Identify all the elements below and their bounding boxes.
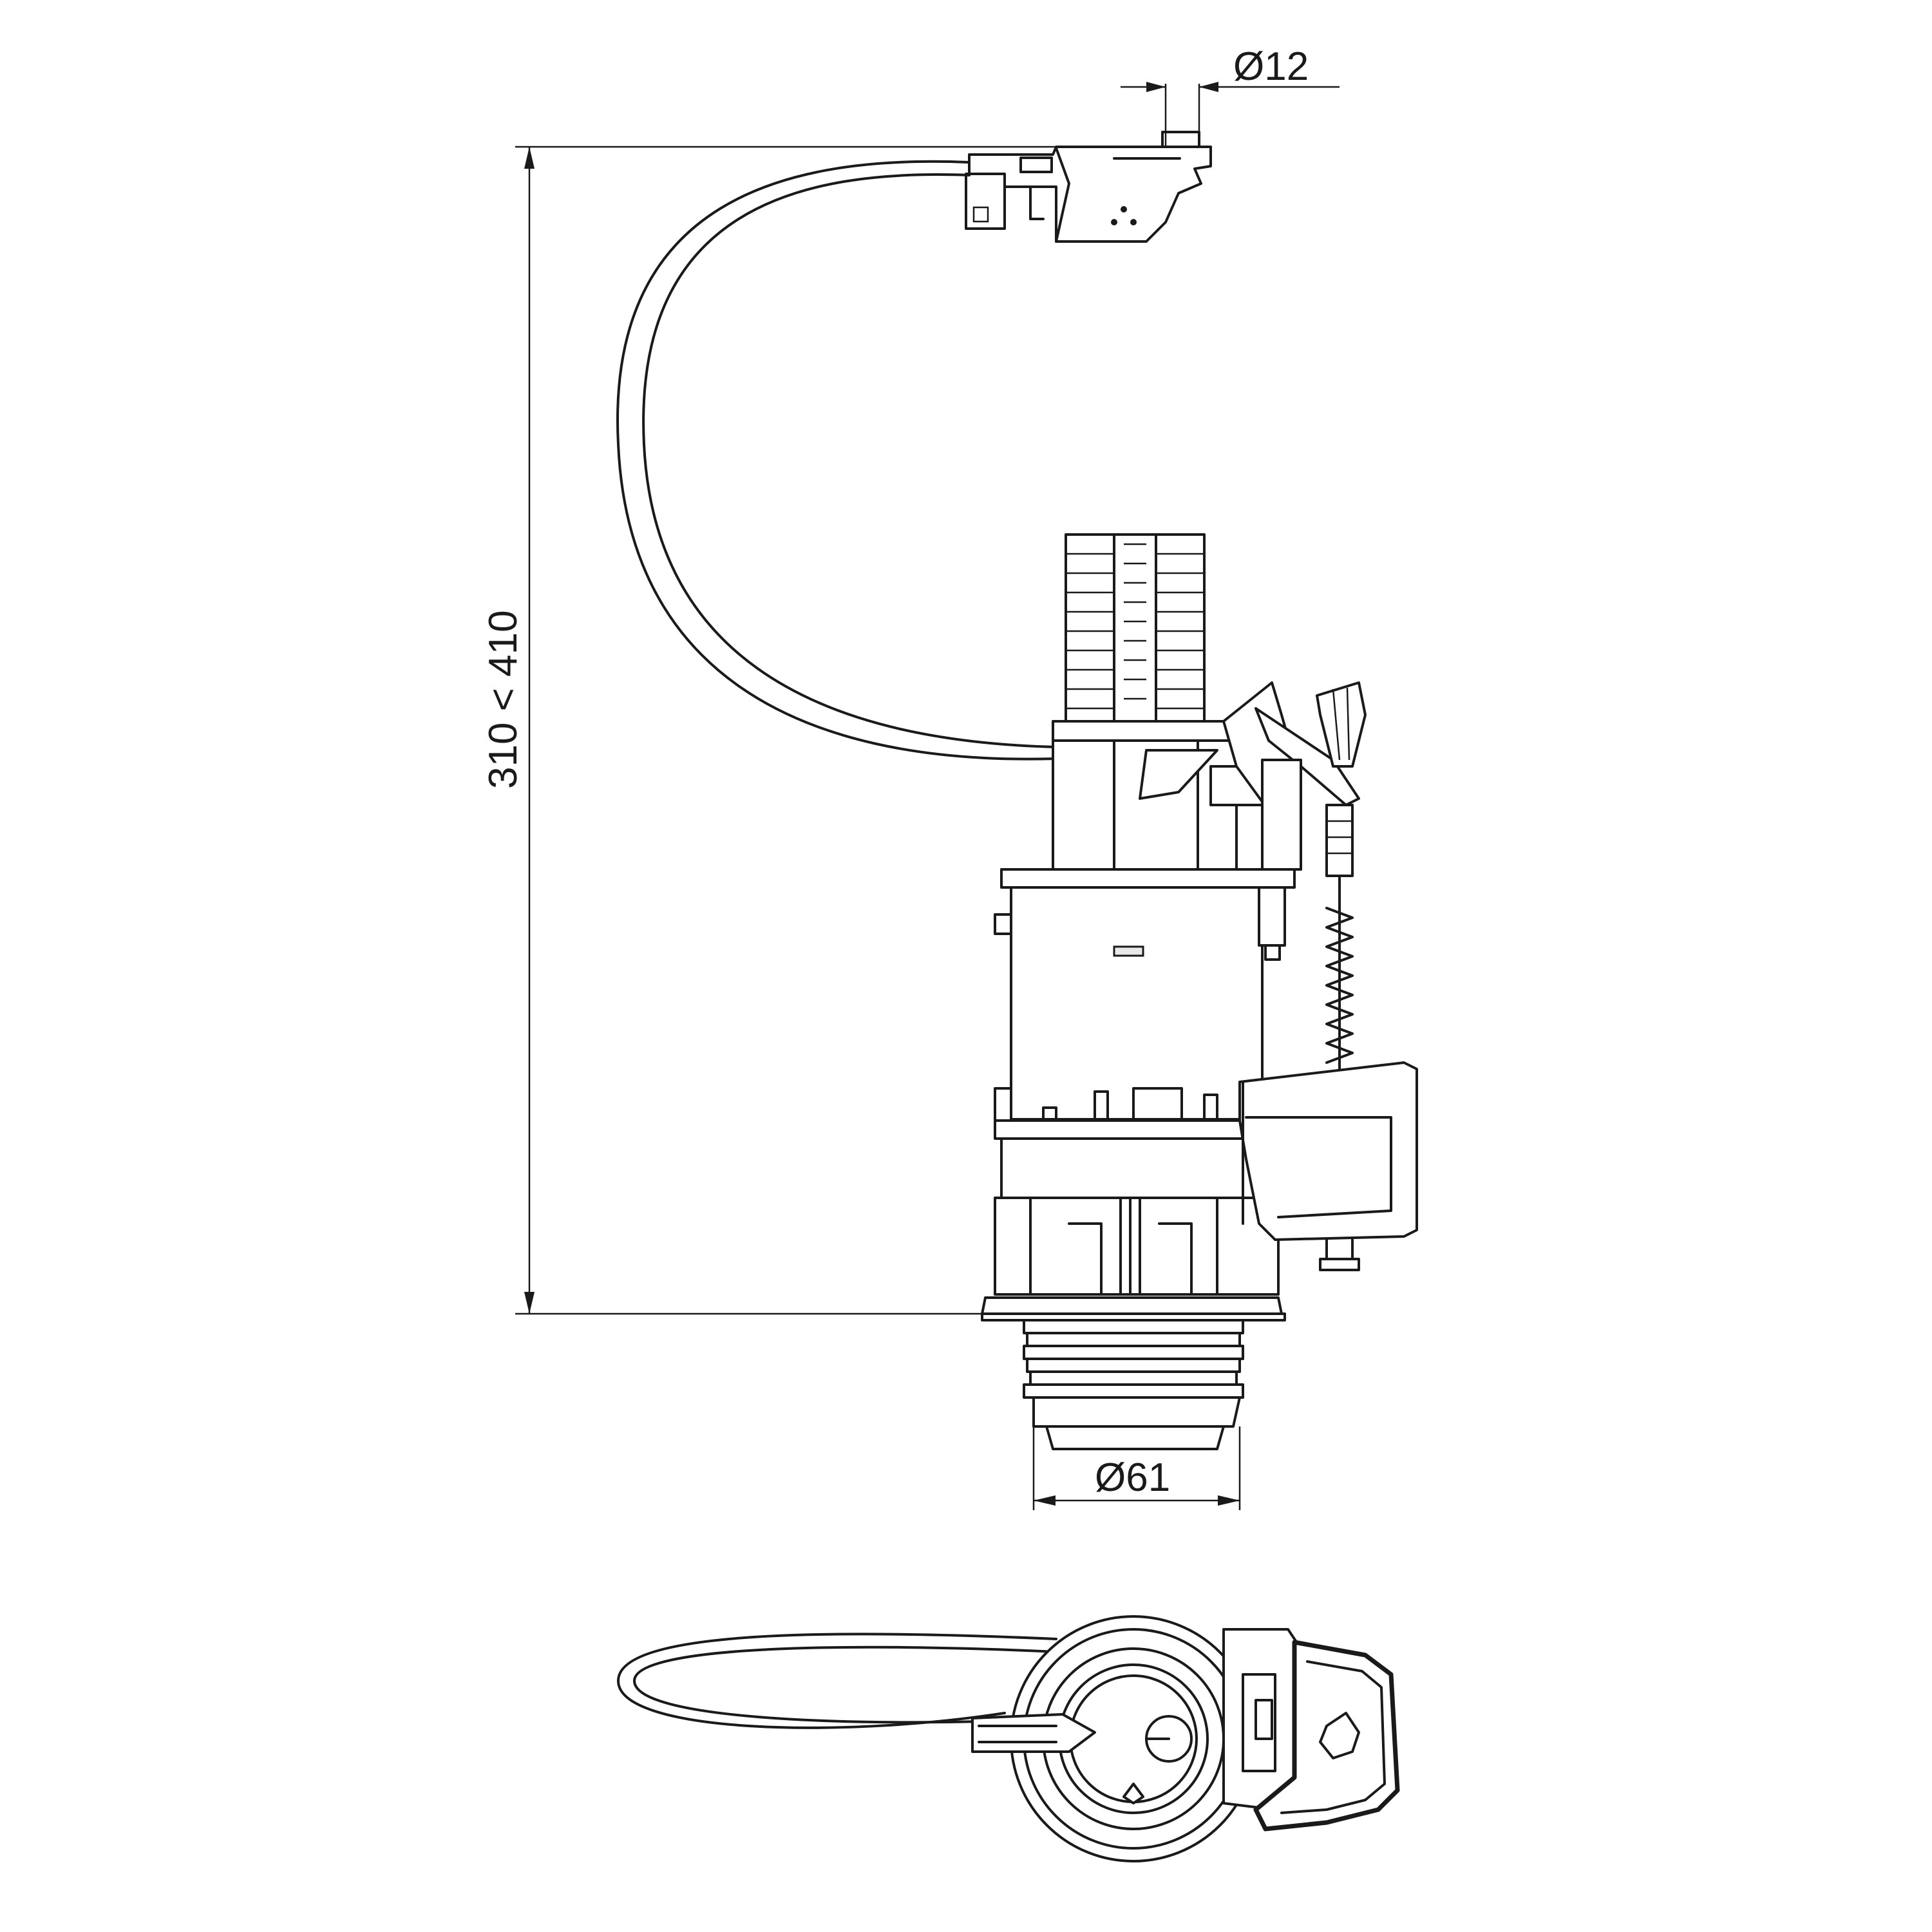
height-range-label: 310 < 410 xyxy=(481,610,526,789)
float-box xyxy=(1238,1061,1418,1241)
adjust-knob xyxy=(1316,681,1367,768)
front-view xyxy=(616,131,1418,1450)
outlet-seal xyxy=(1032,1396,1241,1428)
bracket-clip xyxy=(965,173,1006,230)
outlet-diameter-label: Ø61 xyxy=(1095,1455,1170,1500)
dimension-labels: Ø12 310 < 410 Ø61 xyxy=(481,44,1309,1500)
flush-cable xyxy=(616,160,1057,761)
top-view xyxy=(617,1615,1400,1862)
body-collar xyxy=(1000,868,1296,889)
threaded-outlet xyxy=(1023,1319,1244,1450)
adjustment-mechanism xyxy=(1316,681,1367,1271)
top-cable-loop xyxy=(617,1633,1057,1729)
float-chamber xyxy=(994,1087,1280,1296)
button-bracket xyxy=(965,131,1212,243)
rod-guide xyxy=(1325,804,1354,877)
valve-body xyxy=(994,868,1296,1122)
base-flange xyxy=(981,1296,1286,1321)
pipe-diameter-label: Ø12 xyxy=(1233,44,1309,89)
upper-housing xyxy=(1052,681,1360,871)
trigger-lever xyxy=(1139,749,1218,800)
overflow-tube xyxy=(1065,533,1206,723)
rod-spring xyxy=(1325,907,1354,1064)
dimension-lines xyxy=(515,82,1340,1510)
top-adjust-knob xyxy=(1319,1712,1360,1759)
